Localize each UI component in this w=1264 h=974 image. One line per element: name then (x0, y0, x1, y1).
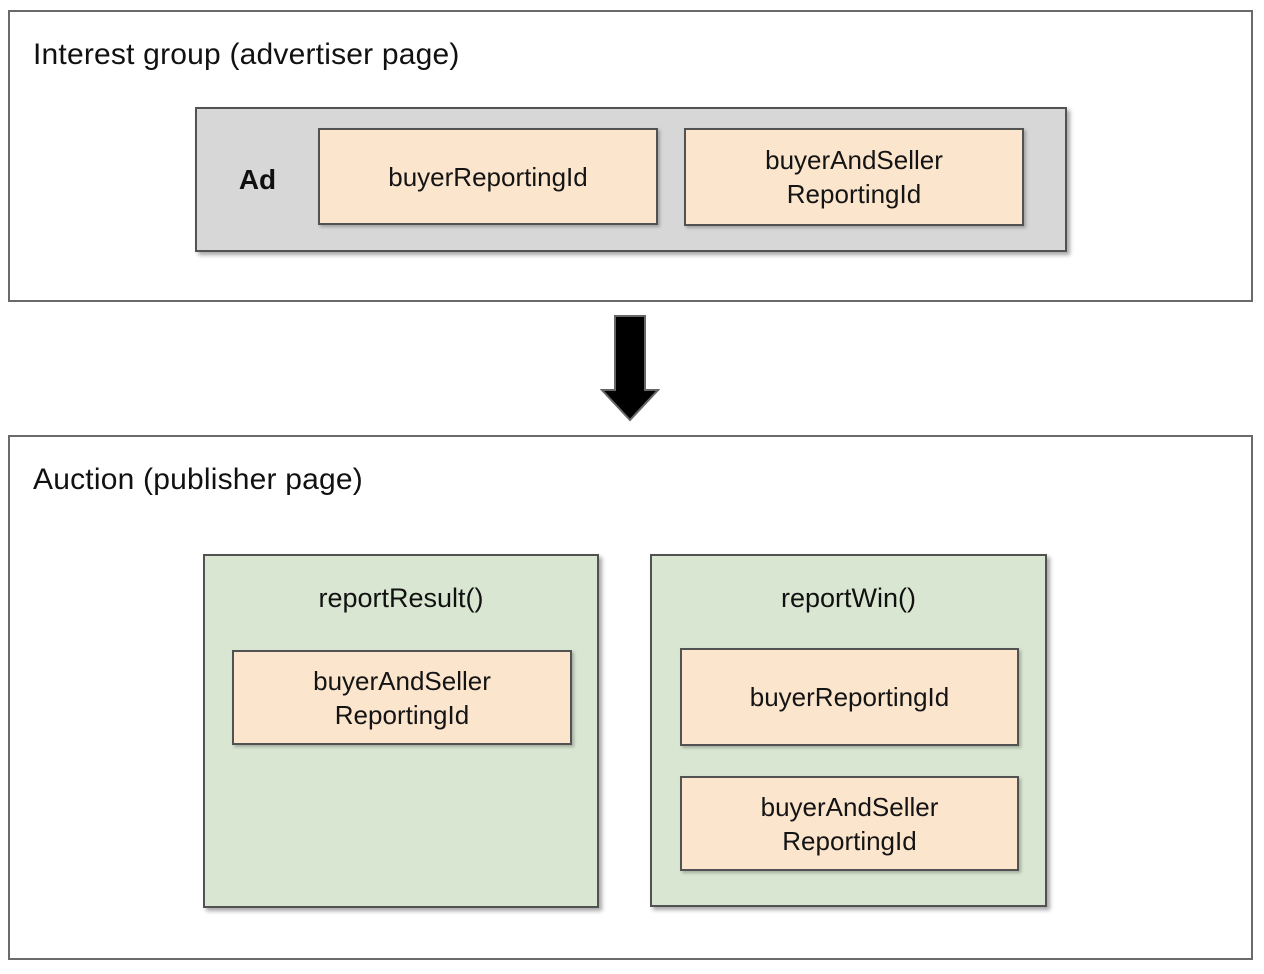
report-result-box: reportResult() buyerAndSeller ReportingI… (203, 554, 599, 908)
interest-group-box: Interest group (advertiser page) Ad buye… (8, 10, 1253, 302)
ad-label: Ad (238, 163, 277, 195)
auction-title: Auction (publisher page) (33, 463, 363, 496)
report-win-box: reportWin() buyerReportingId buyerAndSel… (650, 554, 1047, 907)
field-buyer-and-seller-reporting-id: buyerAndSeller ReportingId (684, 128, 1024, 226)
down-arrow-icon (600, 314, 660, 422)
auction-box: Auction (publisher page) reportResult() … (8, 435, 1253, 960)
field-buyer-and-seller-reporting-id: buyerAndSeller ReportingId (680, 776, 1019, 871)
ad-container: Ad buyerReportingId buyerAndSeller Repor… (195, 107, 1067, 252)
report-result-title: reportResult() (318, 583, 484, 613)
report-win-title: reportWin() (780, 583, 916, 613)
interest-group-title: Interest group (advertiser page) (33, 38, 460, 71)
field-buyer-and-seller-reporting-id: buyerAndSeller ReportingId (232, 650, 572, 745)
field-buyer-reporting-id: buyerReportingId (318, 128, 658, 225)
field-buyer-reporting-id: buyerReportingId (680, 648, 1019, 746)
